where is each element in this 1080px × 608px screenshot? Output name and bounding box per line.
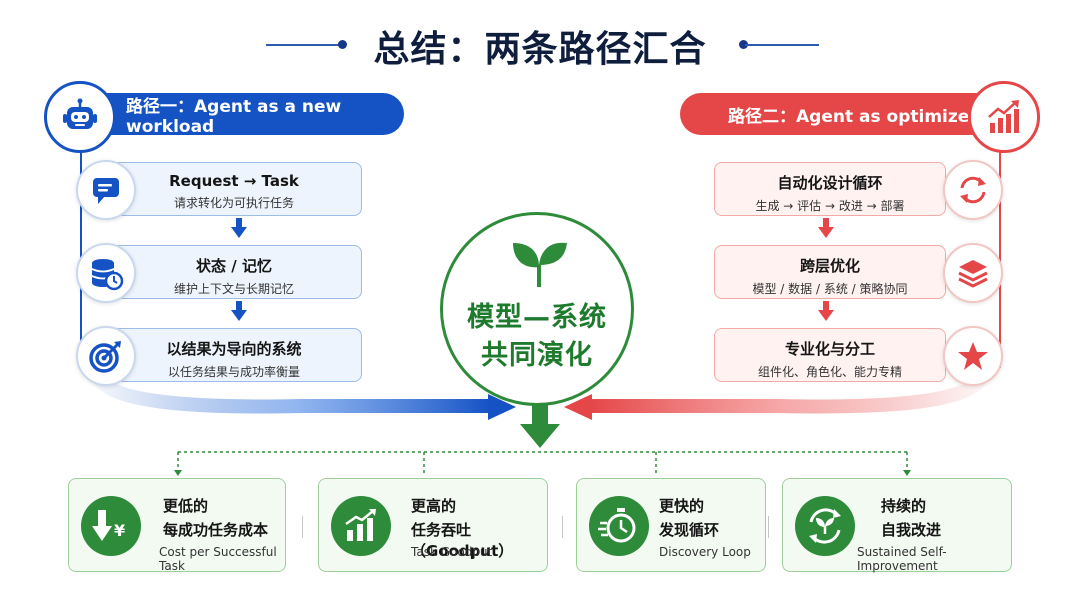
right-step-1-title: 自动化设计循环 [777,174,883,192]
database-clock-icon [91,259,124,291]
outcome-card-cost: ¥ 更低的 每成功任务成本 Cost per Successful Task [68,478,286,573]
title-dot-left [338,40,347,49]
layers-icon-circle [943,243,1003,303]
hub-line-2: 共同演化 [481,340,593,371]
outcome-4-line1: 持续的 [881,497,927,515]
outcome-4-caption: Sustained Self-Improvement [857,545,947,573]
left-step-3-subtitle: 以任务结果与成功率衡量 [167,365,300,379]
path-two-header: 路径二：Agent as optimizer [680,93,980,135]
page-title: 总结：两条路径汇合 [373,29,707,70]
outcome-card-goodput: 更高的 任务吞吐（Goodput） Task Goodput [318,478,548,572]
renew-sprout-icon [809,508,841,544]
blue-flow-arrow [93,373,497,414]
robot-icon [63,98,97,129]
co-evolution-hub: 模型—系统 共同演化 [440,212,634,406]
target-icon-circle [76,326,136,386]
cost-down-icon: ¥ [92,510,125,541]
outcome-3-caption: Discovery Loop [659,545,751,559]
outcome-3-line1: 更快的 [659,497,705,515]
target-icon [89,341,121,373]
right-step-2-subtitle: 模型 / 数据 / 系统 / 策略协同 [752,282,908,296]
svg-text:¥: ¥ [114,521,125,540]
center-stem [532,404,548,426]
outcome-1-line2: 每成功任务成本 [163,521,269,539]
outcome-2-line2: 任务吞吐（Goodput） [411,521,514,560]
right-step-3-title: 专业化与分工 [784,340,875,358]
path-one-badge [44,81,116,153]
cycle-icon-circle [943,160,1003,220]
outcome-card-self-improvement: 持续的 自我改进 Sustained Self-Improvement [782,478,1012,573]
outcome-4-line2: 自我改进 [881,521,942,539]
stopwatch-icon-circle [589,496,649,556]
outcome-1-caption: Cost per Successful Task [159,545,277,573]
cycle-icon [960,176,986,204]
right-step-3-subtitle: 组件化、角色化、能力专精 [757,365,902,379]
star-icon [958,342,988,370]
path-two-badge [968,81,1040,153]
growth-chart-icon [988,100,1019,133]
right-step-cross-layer: 跨层优化 模型 / 数据 / 系统 / 策略协同 [714,245,946,299]
right-step-specialization: 专业化与分工 组件化、角色化、能力专精 [714,328,946,382]
cost-down-icon-circle: ¥ [81,496,141,556]
outcome-2-line1: 更高的 [411,497,457,515]
path-one-header-label: 路径一：Agent as a new workload [126,96,342,137]
bar-growth-icon [345,509,376,541]
left-step-outcome-system: 以结果为导向的系统 以任务结果与成功率衡量 [106,328,362,382]
right-path-spine [999,136,1001,368]
center-arrowhead [520,424,560,448]
left-step-request-task: Request → Task 请求转化为可执行任务 [106,162,362,216]
chat-icon [93,178,119,204]
card-separator [302,516,303,538]
outcome-3-line2: 发现循环 [659,521,720,539]
left-step-2-subtitle: 维护上下文与长期记忆 [173,282,294,296]
sprout-icon [513,242,567,287]
card-separator [562,516,563,538]
star-icon-circle [943,326,1003,386]
left-step-1-subtitle: 请求转化为可执行任务 [173,196,294,210]
right-step-1-subtitle: 生成 → 评估 → 改进 → 部署 [755,199,905,213]
blue-arrowhead [488,394,516,420]
card-separator [768,516,769,538]
right-step-design-loop: 自动化设计循环 生成 → 评估 → 改进 → 部署 [714,162,946,216]
outcome-2-caption: Task Goodput [411,545,493,559]
red-flow-arrow [583,373,987,414]
database-clock-icon-circle [76,243,136,303]
left-path-spine [80,136,82,368]
title-dot-right [739,40,748,49]
hub-line-1: 模型—系统 [467,302,607,333]
title-rule-right [745,44,819,46]
path-one-header: 路径一：Agent as a new workload [90,93,404,137]
chat-icon-circle [76,160,136,220]
outcome-1-line1: 更低的 [163,497,209,515]
left-step-state-memory: 状态 / 记忆 维护上下文与长期记忆 [106,245,362,299]
red-arrowhead [564,394,592,420]
path-two-header-label: 路径二：Agent as optimizer [728,106,978,127]
renew-sprout-icon-circle [795,496,855,556]
left-step-2-title: 状态 / 记忆 [196,257,272,275]
stopwatch-icon [598,508,636,543]
title-rule-left [266,44,342,46]
right-step-2-title: 跨层优化 [799,257,860,275]
layers-icon [958,260,988,288]
bar-growth-icon-circle [331,496,391,556]
left-step-1-title: Request → Task [169,172,299,190]
dotted-distributor [177,451,908,474]
outcome-card-discovery: 更快的 发现循环 Discovery Loop [576,478,766,572]
left-step-3-title: 以结果为导向的系统 [166,340,302,358]
